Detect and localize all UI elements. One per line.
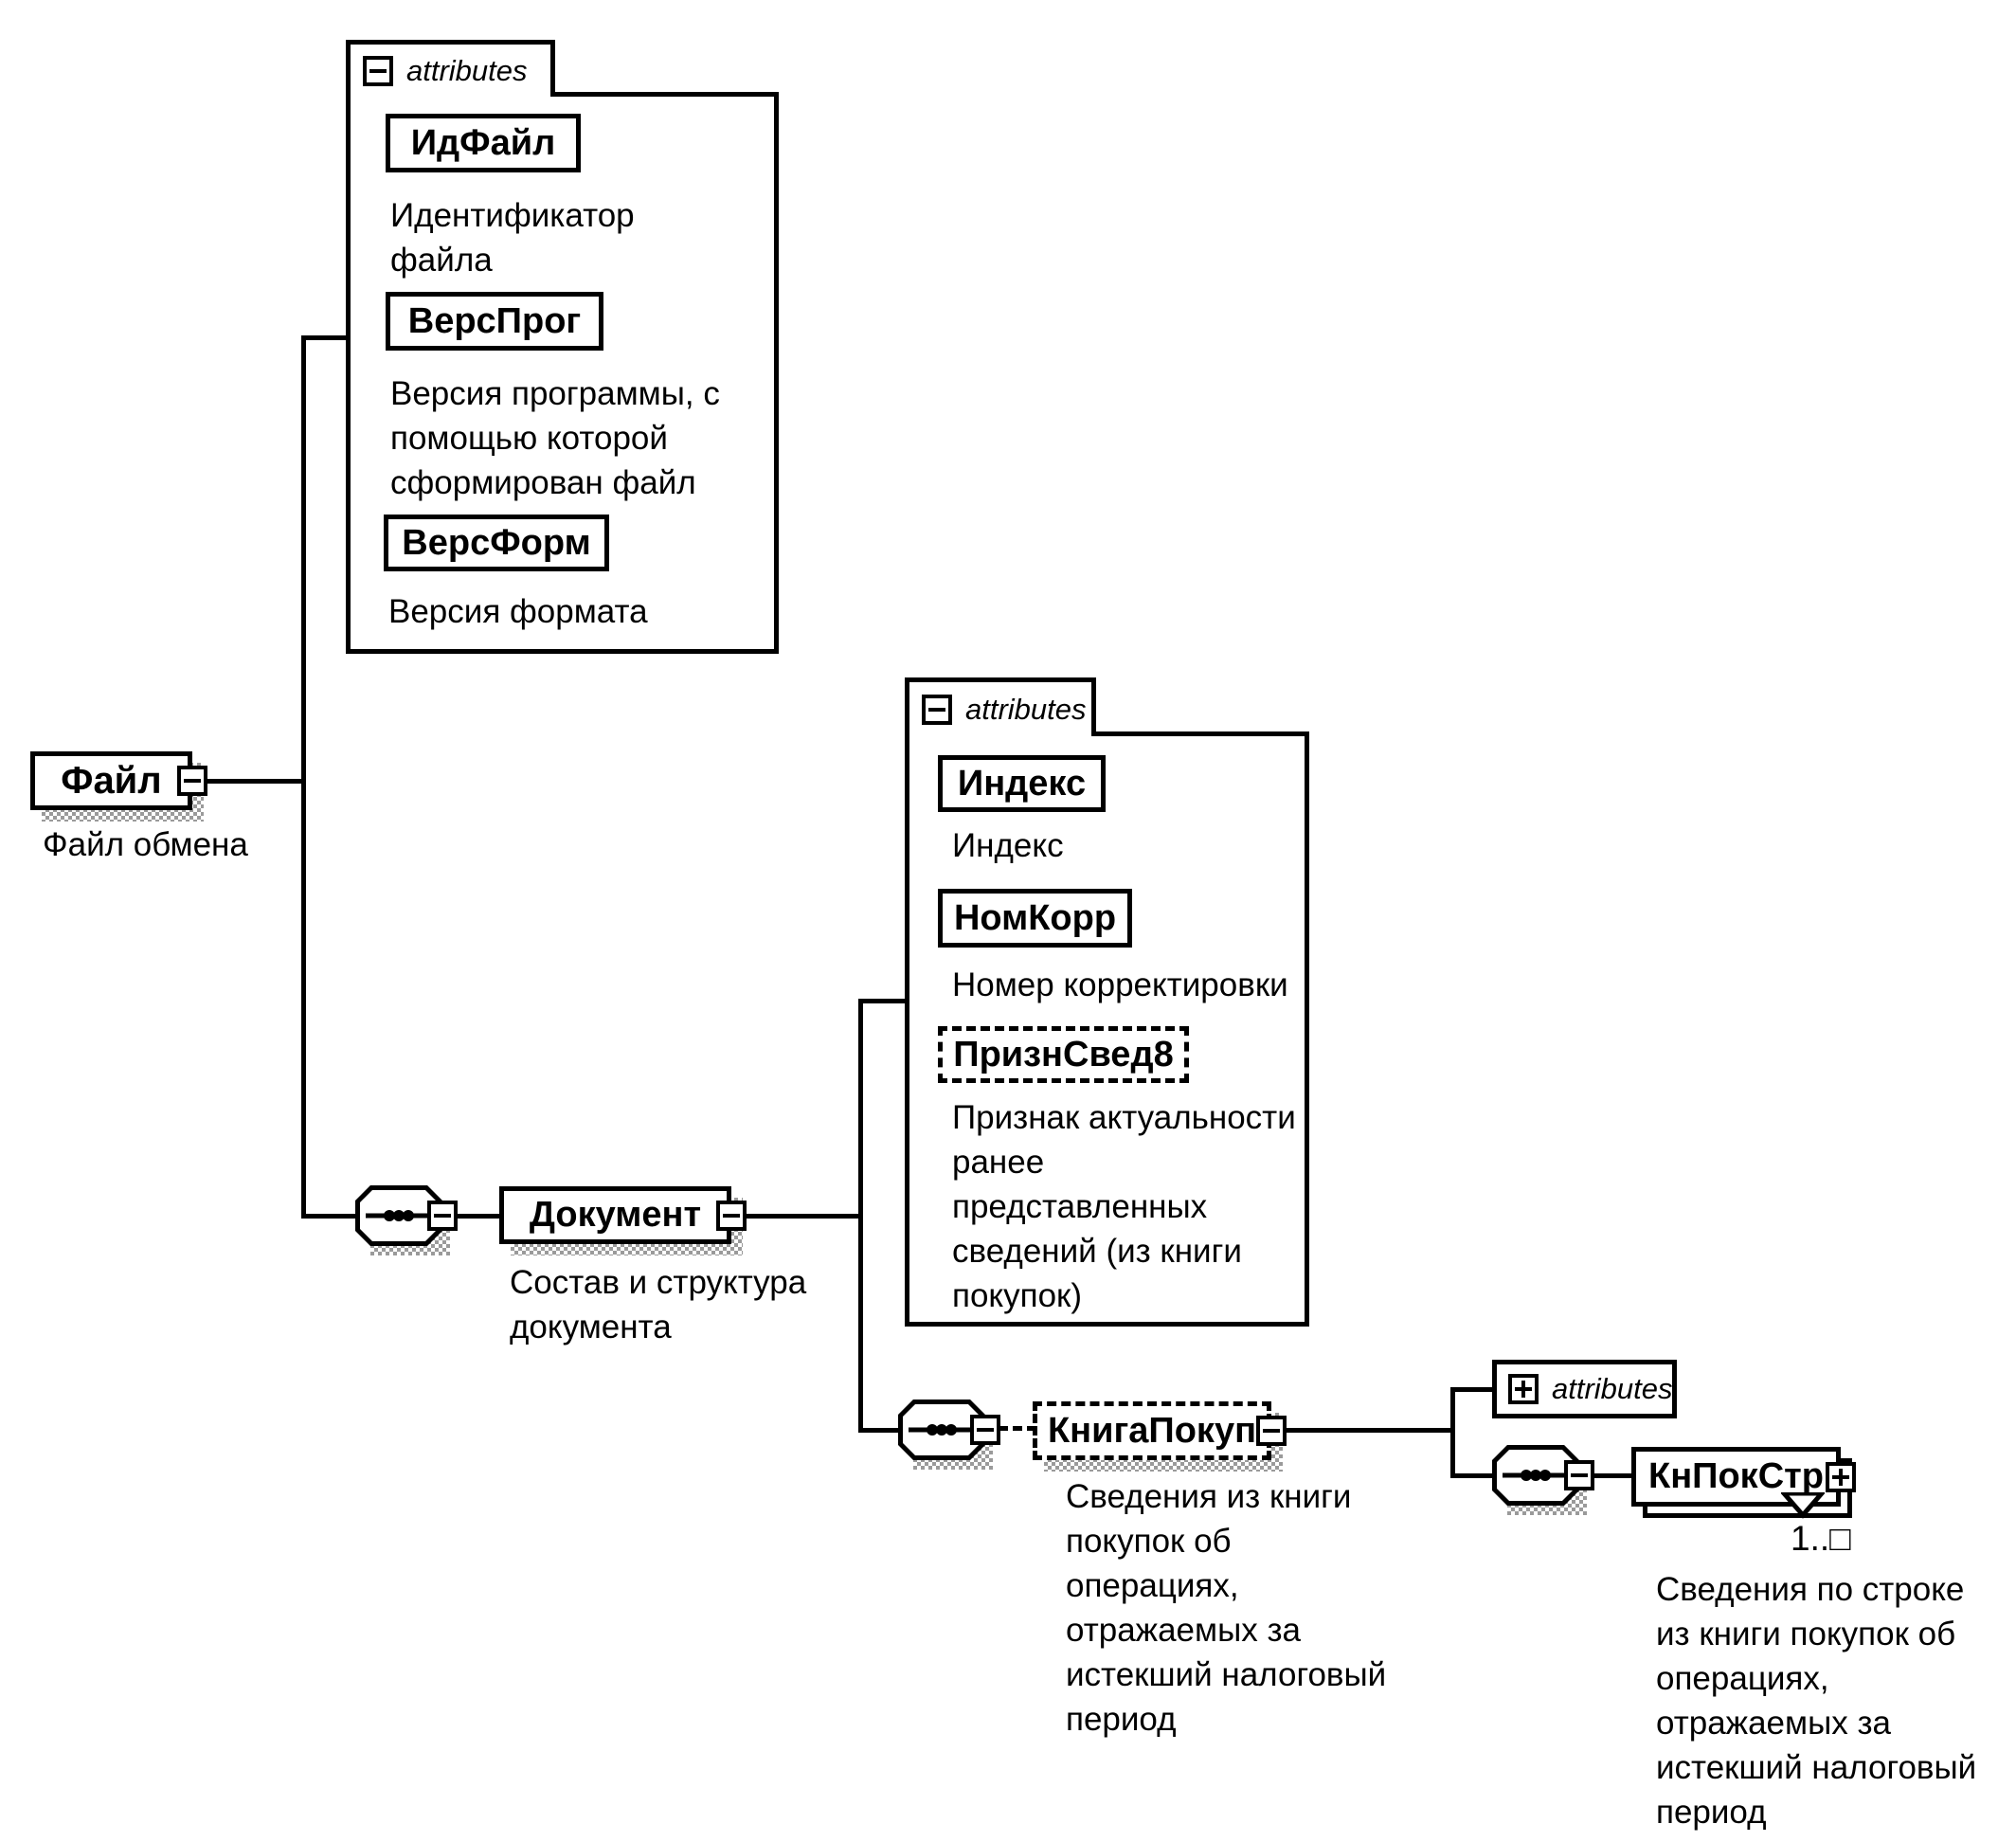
attr-versprog-description: Версия программы, с помощью которой сфор… — [390, 375, 720, 501]
element-knigapokup-label: КнигаПокуп — [1047, 1410, 1257, 1451]
connector-trunk3-to-sequence3 — [1450, 1473, 1496, 1478]
attr-priznsved8-label: ПризнСвед8 — [953, 1034, 1174, 1074]
attr-versprog-box[interactable]: ВерсПрог — [386, 292, 603, 351]
connector-knigapokup-to-trunk3 — [1283, 1428, 1455, 1433]
attr-index[interactable]: Индекс — [938, 755, 1117, 823]
element-file[interactable]: Файл — [30, 751, 207, 822]
expand-icon[interactable] — [1826, 1461, 1856, 1492]
attr-versprog-label: ВерсПрог — [407, 300, 582, 341]
element-file-description: Файл обмена — [43, 826, 248, 863]
file-attributes-tab[interactable]: attributes — [346, 40, 555, 97]
connector-sequence3-to-knpokstr — [1591, 1473, 1634, 1478]
attributes-label: attributes — [1552, 1372, 1673, 1405]
connector-trunk1-to-sequence1 — [301, 1214, 360, 1219]
attr-versform-box[interactable]: ВерсФорм — [384, 515, 609, 571]
collapse-icon[interactable] — [1564, 1460, 1594, 1490]
collapse-icon[interactable] — [922, 694, 952, 725]
occurrence-label: 1..□ — [1791, 1519, 1851, 1558]
attr-nomkorr-box[interactable]: НомКорр — [938, 889, 1132, 948]
element-knigapokup-description: Сведения из книги покупок об операциях, … — [1066, 1478, 1387, 1738]
attr-versform[interactable]: ВерсФорм — [384, 515, 621, 583]
attr-idfile-description: Идентификатор файла — [390, 197, 635, 279]
attr-index-label: Индекс — [957, 763, 1087, 804]
collapse-icon[interactable] — [177, 766, 207, 796]
element-file-box[interactable]: Файл — [30, 751, 192, 810]
attributes-label: attributes — [406, 53, 528, 87]
attr-idfile-label: ИдФайл — [410, 122, 556, 163]
attr-idfile[interactable]: ИдФайл — [386, 114, 592, 184]
connector-trunk2-to-document-attributes — [858, 999, 908, 1003]
sequence-icon[interactable] — [1492, 1445, 1594, 1515]
attr-priznsved8[interactable]: ПризнСвед8 — [938, 1026, 1200, 1094]
element-knpokstr[interactable]: КнПокСтр 1..□ — [1631, 1447, 1856, 1558]
element-knpokstr-description: Сведения по строке из книги покупок об о… — [1656, 1571, 1977, 1831]
attr-nomkorr-label: НомКорр — [953, 897, 1117, 938]
repeat-chevron-icon — [1781, 1492, 1825, 1519]
sequence-octagon — [1492, 1445, 1579, 1506]
connector-trunk3-to-knigapokup-attributes — [1450, 1387, 1496, 1392]
attr-versprog[interactable]: ВерсПрог — [386, 292, 615, 362]
document-attributes-tab[interactable]: attributes — [905, 677, 1096, 736]
sequence-icon[interactable] — [898, 1400, 1000, 1470]
attr-nomkorr[interactable]: НомКорр — [938, 889, 1143, 959]
attr-nomkorr-description: Номер корректировки — [952, 966, 1288, 1003]
sequence-octagon — [355, 1185, 442, 1246]
element-document-box[interactable]: Документ — [499, 1186, 731, 1244]
attr-idfile-box[interactable]: ИдФайл — [386, 114, 581, 172]
attributes-label: attributes — [965, 692, 1087, 726]
collapse-icon[interactable] — [1256, 1416, 1287, 1446]
attr-versform-description: Версия формата — [388, 593, 648, 630]
element-knigapokup[interactable]: КнигаПокуп — [1033, 1401, 1287, 1472]
attr-priznsved8-description: Признак актуальности ранее представленны… — [952, 1099, 1296, 1314]
attr-index-description: Индекс — [952, 827, 1064, 864]
collapse-icon[interactable] — [716, 1200, 747, 1231]
connector-trunk1-to-file-attributes — [301, 335, 349, 340]
collapse-icon[interactable] — [427, 1201, 458, 1231]
connector-sequence2-to-knigapokup — [999, 1426, 1036, 1431]
attr-versform-label: ВерсФорм — [402, 522, 591, 563]
connector-trunk2-to-sequence2 — [858, 1428, 903, 1433]
connector-sequence1-to-document — [454, 1214, 503, 1219]
connector-trunk2 — [858, 999, 863, 1433]
attr-index-box[interactable]: Индекс — [938, 755, 1106, 812]
collapse-icon[interactable] — [363, 55, 393, 86]
connector-trunk1 — [301, 335, 306, 1219]
connector-document-to-trunk2 — [745, 1214, 860, 1219]
sequence-icon[interactable] — [355, 1185, 458, 1255]
element-knpokstr-label: КнПокСтр — [1648, 1456, 1824, 1496]
collapse-icon[interactable] — [970, 1415, 1000, 1445]
element-document-description: Состав и структура документа — [510, 1264, 807, 1345]
element-knigapokup-box[interactable]: КнигаПокуп — [1033, 1401, 1271, 1460]
knigapokup-attributes-tab[interactable]: attributes — [1492, 1360, 1677, 1418]
expand-icon[interactable] — [1508, 1374, 1539, 1404]
connector-trunk3 — [1450, 1387, 1455, 1478]
element-file-label: Файл — [61, 759, 162, 802]
element-document[interactable]: Документ — [499, 1186, 747, 1255]
sequence-octagon — [898, 1400, 985, 1460]
connector-file-to-trunk1 — [207, 779, 303, 784]
element-document-label: Документ — [529, 1195, 702, 1235]
attr-priznsved8-box[interactable]: ПризнСвед8 — [938, 1026, 1189, 1083]
